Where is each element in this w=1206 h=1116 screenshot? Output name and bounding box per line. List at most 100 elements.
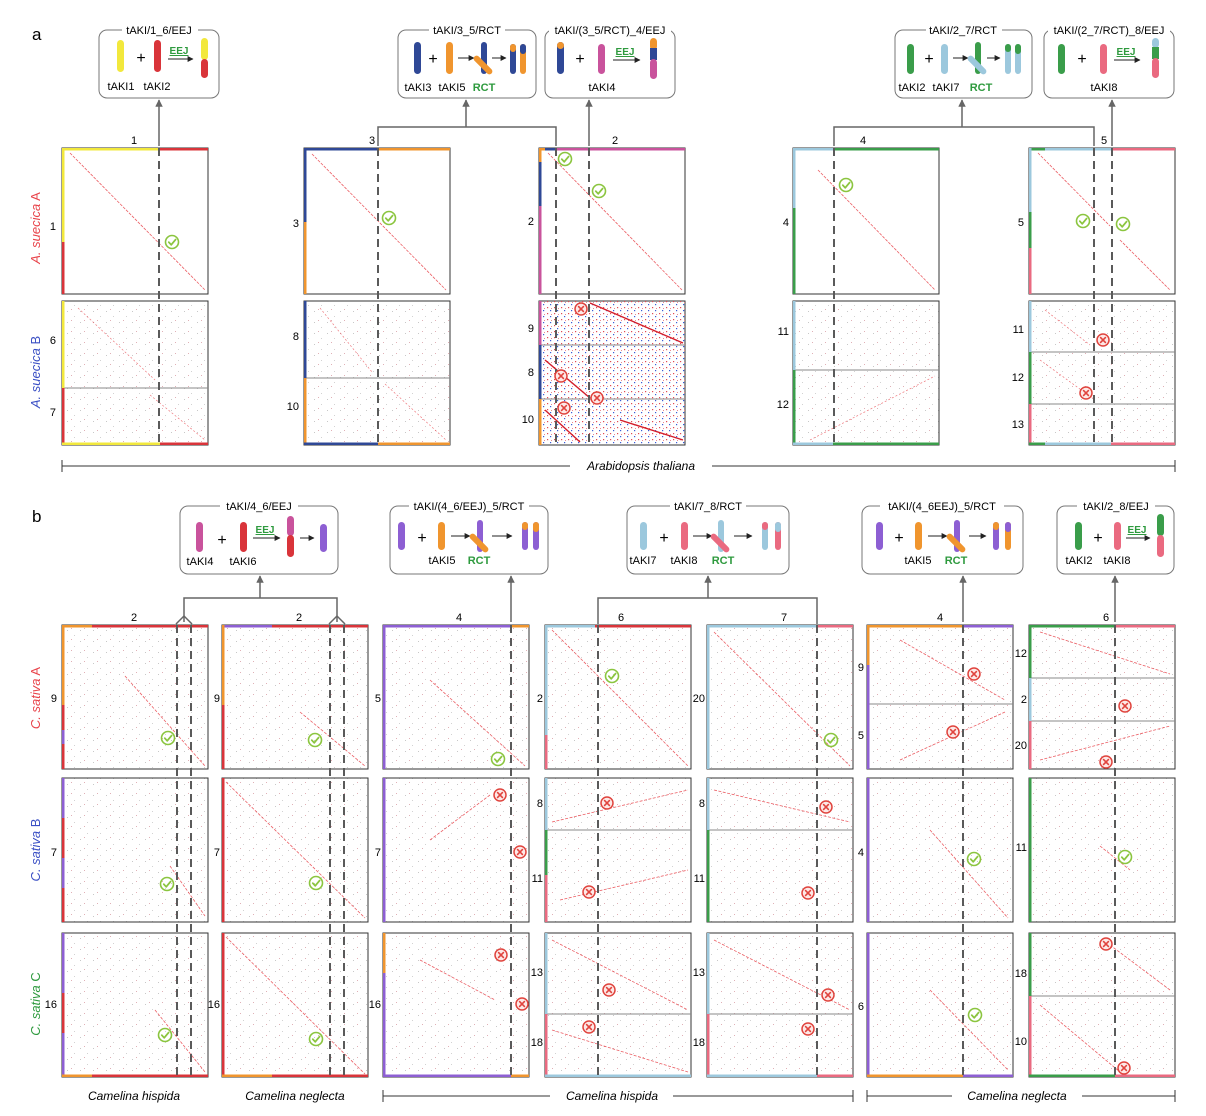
svg-text:tAKI5: tAKI5 <box>905 555 932 567</box>
svg-text:2: 2 <box>528 216 534 228</box>
mechanism-box-b4: tAKI/(4_6EEJ)_5/RCT + tAKI5 RCT <box>861 500 1024 575</box>
dotplot-a-col5-row1 <box>1028 147 1176 295</box>
cross-icon <box>602 983 616 997</box>
svg-text:EEJ: EEJ <box>170 46 189 57</box>
panel-b-label: b <box>32 507 41 526</box>
svg-text:4: 4 <box>783 217 789 229</box>
svg-text:RCT: RCT <box>473 82 496 94</box>
svg-text:10: 10 <box>522 414 534 426</box>
dotplot-a-col5-row2 <box>1028 300 1176 446</box>
svg-text:+: + <box>659 530 668 547</box>
svg-text:4: 4 <box>858 847 864 859</box>
dotplot-a-col3-row1 <box>538 147 686 295</box>
svg-text:18: 18 <box>1015 968 1027 980</box>
mechanism-box-b1: tAKI/4_6/EEJ + EEJ tAKI4 tAKI6 <box>179 500 339 575</box>
svg-text:tAKI2: tAKI2 <box>144 81 171 93</box>
svg-text:7: 7 <box>781 612 787 624</box>
svg-text:11: 11 <box>532 873 543 885</box>
svg-text:tAKI7: tAKI7 <box>933 82 960 94</box>
svg-text:Arabidopsis thaliana: Arabidopsis thaliana <box>586 459 695 473</box>
svg-text:13: 13 <box>531 967 543 979</box>
svg-text:RCT: RCT <box>970 82 993 94</box>
svg-text:tAKI/(2_7/RCT)_8/EEJ: tAKI/(2_7/RCT)_8/EEJ <box>1054 25 1165 37</box>
dotplot-b-col4 <box>544 624 692 1078</box>
svg-text:8: 8 <box>699 798 705 810</box>
svg-text:18: 18 <box>531 1037 543 1049</box>
svg-text:6: 6 <box>50 335 56 347</box>
svg-text:tAKI/7_8/RCT: tAKI/7_8/RCT <box>674 501 742 513</box>
svg-text:18: 18 <box>693 1037 705 1049</box>
svg-text:1: 1 <box>50 221 56 233</box>
dotplot-a-col4-row2 <box>792 300 940 446</box>
svg-text:13: 13 <box>693 967 705 979</box>
svg-text:tAKI/2_7/RCT: tAKI/2_7/RCT <box>929 25 997 37</box>
svg-text:tAKI/3_5/RCT: tAKI/3_5/RCT <box>433 25 501 37</box>
cross-icon <box>801 886 815 900</box>
svg-text:2: 2 <box>296 612 302 624</box>
species-bracket-a: Arabidopsis thaliana <box>61 459 1176 473</box>
svg-text:20: 20 <box>1015 740 1027 752</box>
svg-text:4: 4 <box>860 135 866 147</box>
svg-text:tAKI/1_6/EEJ: tAKI/1_6/EEJ <box>126 25 191 37</box>
svg-text:2: 2 <box>1021 694 1027 706</box>
svg-text:5: 5 <box>1101 135 1107 147</box>
cross-icon <box>574 302 588 316</box>
cross-icon <box>554 369 568 383</box>
svg-text:tAKI8: tAKI8 <box>1091 82 1118 94</box>
svg-text:6: 6 <box>618 612 624 624</box>
svg-text:7: 7 <box>51 847 57 859</box>
chrom-labels-b: 2 2 4 6 7 4 6 9 7 16 9 7 16 5 7 16 2 8 1… <box>45 612 1109 1049</box>
svg-text:7: 7 <box>50 407 56 419</box>
dotplot-a-col4-row1 <box>792 147 940 295</box>
svg-text:+: + <box>924 51 933 68</box>
row-label-c-sativa-a: C. sativa A <box>28 667 43 729</box>
svg-text:Camelina hispida: Camelina hispida <box>566 1089 658 1103</box>
dotplot-b-col7 <box>1028 624 1176 1078</box>
mechanism-box-b2: tAKI/(4_6/EEJ)_5/RCT + tAKI5 RCT <box>389 500 549 575</box>
connectors-a <box>155 99 1116 146</box>
svg-text:16: 16 <box>369 999 381 1011</box>
cross-icon <box>801 1022 815 1036</box>
svg-text:3: 3 <box>369 135 375 147</box>
cross-icon <box>1079 386 1093 400</box>
svg-text:13: 13 <box>1012 419 1024 431</box>
dotplot-b-col6 <box>866 624 1014 1078</box>
cross-icon <box>590 391 604 405</box>
svg-text:tAKI8: tAKI8 <box>1104 555 1131 567</box>
svg-text:EEJ: EEJ <box>1128 525 1147 536</box>
svg-text:EEJ: EEJ <box>616 47 635 58</box>
svg-text:12: 12 <box>777 399 789 411</box>
svg-text:+: + <box>575 51 584 68</box>
svg-text:8: 8 <box>537 798 543 810</box>
svg-text:12: 12 <box>1012 372 1024 384</box>
cross-icon <box>819 800 833 814</box>
mechanism-box-a2: tAKI/3_5/RCT + tAKI1 tAKI3 tAKI5 RCT <box>397 24 537 99</box>
svg-text:9: 9 <box>528 323 534 335</box>
dotplot-b-col1 <box>61 624 209 1078</box>
svg-text:5: 5 <box>1018 217 1024 229</box>
svg-text:tAKI1: tAKI1 <box>108 81 135 93</box>
svg-text:tAKI2: tAKI2 <box>899 82 926 94</box>
cross-icon <box>1118 699 1132 713</box>
svg-text:16: 16 <box>45 999 57 1011</box>
svg-text:EEJ: EEJ <box>1117 47 1136 58</box>
dotplot-a-col1-row1 <box>61 147 209 295</box>
cross-icon <box>946 725 960 739</box>
svg-text:tAKI4: tAKI4 <box>589 82 616 94</box>
chrom-labels-a: 1 3 2 4 5 1 3 2 4 5 6 7 8 10 9 8 10 11 1… <box>50 135 1107 431</box>
svg-text:RCT: RCT <box>712 555 735 567</box>
svg-text:tAKI3: tAKI3 <box>405 82 432 94</box>
row-label-a-suecica-b: A. suecica B <box>28 336 43 409</box>
cross-icon <box>1117 1061 1131 1075</box>
svg-text:7: 7 <box>375 847 381 859</box>
svg-text:11: 11 <box>694 873 705 885</box>
cross-icon <box>493 788 507 802</box>
dashed-lines-b <box>176 625 1116 1078</box>
svg-text:10: 10 <box>287 401 299 413</box>
mechanism-box-b3: tAKI/7_8/RCT + tAKI7 tAKI8 RCT <box>626 500 790 575</box>
svg-text:Camelina neglecta: Camelina neglecta <box>245 1089 345 1103</box>
row-label-c-sativa-b: C. sativa B <box>28 819 43 882</box>
svg-text:9: 9 <box>858 662 864 674</box>
mechanism-box-a5: tAKI/(2_7/RCT)_8/EEJ + EEJ tAKI8 <box>1043 24 1175 99</box>
cross-icon <box>1099 755 1113 769</box>
